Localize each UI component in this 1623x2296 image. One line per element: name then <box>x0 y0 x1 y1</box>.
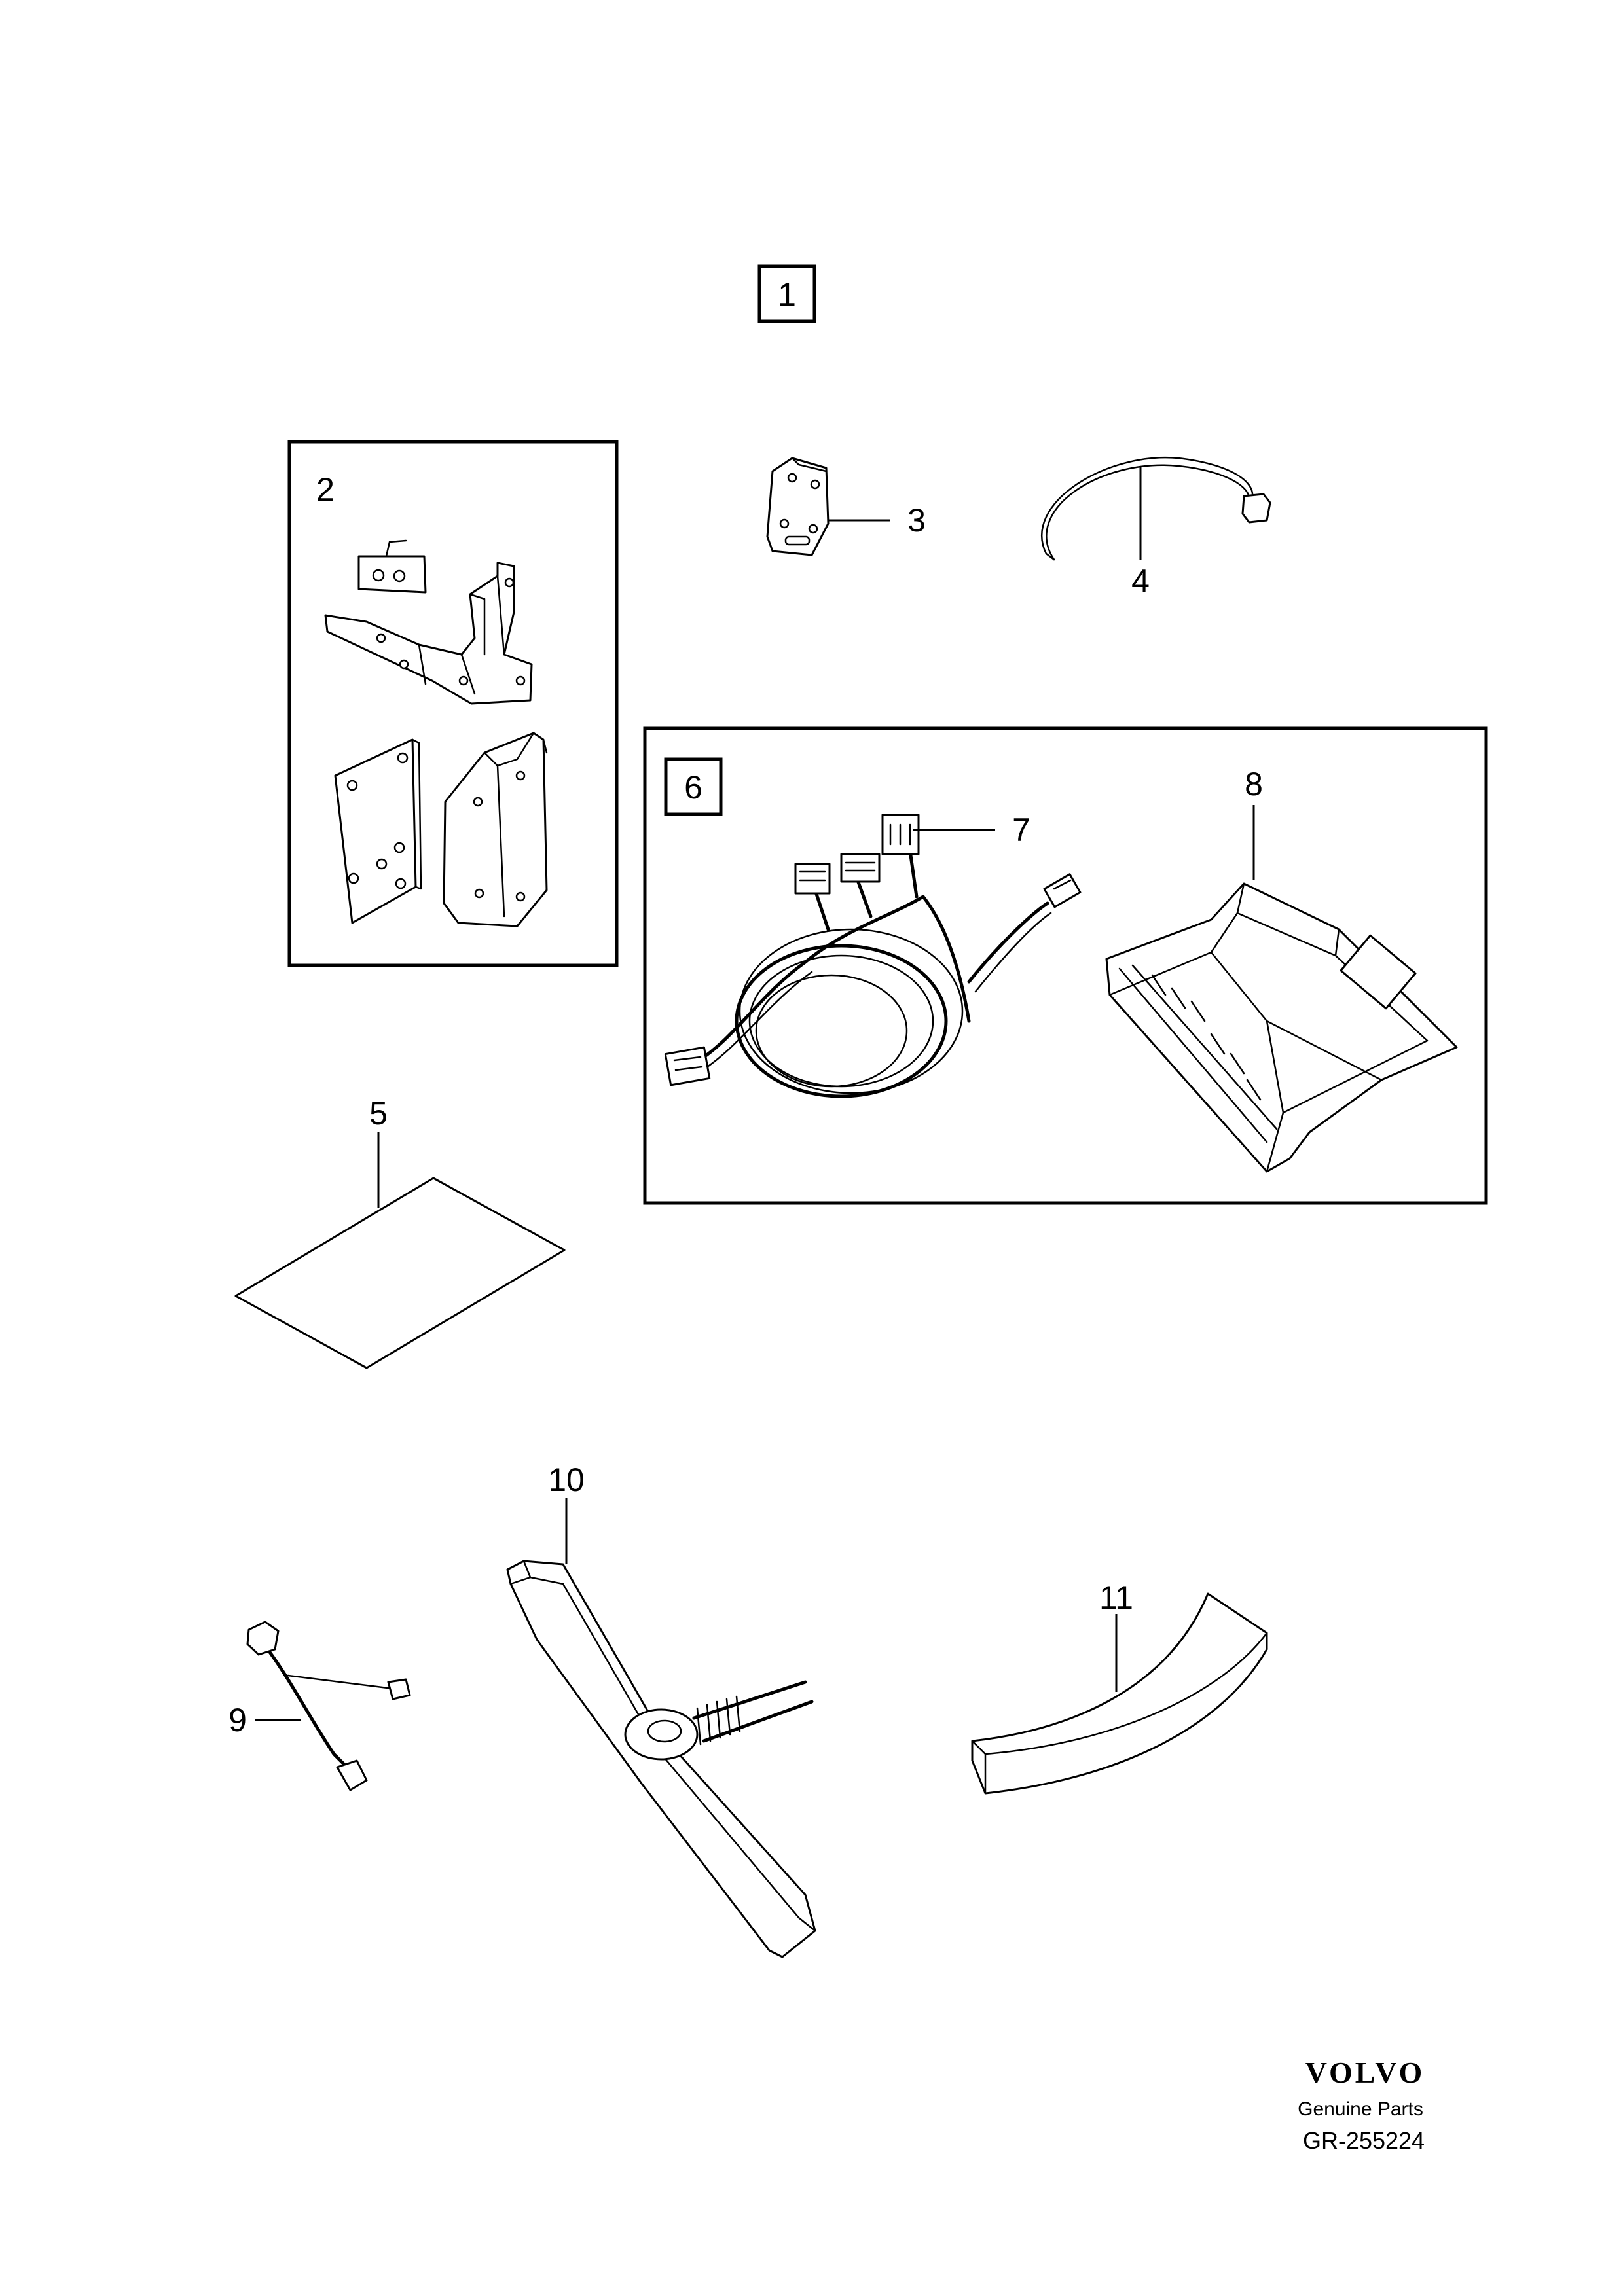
wiring-harness-part: 7 <box>664 812 1082 1098</box>
brand-logo: VOLVO <box>1305 2056 1425 2089</box>
cable-part: 9 <box>228 1621 411 1791</box>
instruction-card-label: 5 <box>369 1095 388 1132</box>
sensor-strip-part: 10 <box>506 1462 816 1958</box>
kit-label: 1 <box>778 276 796 313</box>
genuine-parts-text: Genuine Parts <box>1298 2098 1423 2120</box>
footer: VOLVO Genuine Parts GR-255224 <box>1298 2056 1425 2154</box>
pad-label: 11 <box>1099 1579 1133 1616</box>
cable-label: 9 <box>228 1702 247 1738</box>
small-tab-part <box>357 539 427 594</box>
block-bracket-part <box>443 732 548 927</box>
control-module-part: 8 <box>1105 766 1458 1173</box>
kit-callout: 1 <box>757 264 816 323</box>
instruction-card-part: 5 <box>234 1095 566 1369</box>
bracket-set-frame <box>287 440 619 967</box>
harness-kit-box <box>664 757 723 816</box>
flat-plate-part <box>334 738 422 924</box>
sensor-strip-label: 10 <box>548 1462 585 1498</box>
harness-kit-label: 6 <box>684 769 702 806</box>
cable-tie-part: 4 <box>1041 456 1271 600</box>
mounting-plate-part: 3 <box>766 457 926 556</box>
pad-part: 11 <box>971 1579 1268 1795</box>
mounting-plate-label: 3 <box>907 502 926 539</box>
control-module-label: 8 <box>1245 766 1263 802</box>
harness-kit-frame <box>643 726 1488 1205</box>
wiring-harness-label: 7 <box>1012 812 1030 848</box>
diagram-code: GR-255224 <box>1303 2127 1425 2154</box>
l-bracket-part <box>324 562 533 705</box>
harness-kit-group: 6 7 <box>643 726 1488 1205</box>
bracket-set-label: 2 <box>316 471 335 508</box>
bracket-set-group: 2 <box>287 440 619 967</box>
cable-tie-label: 4 <box>1131 563 1150 600</box>
